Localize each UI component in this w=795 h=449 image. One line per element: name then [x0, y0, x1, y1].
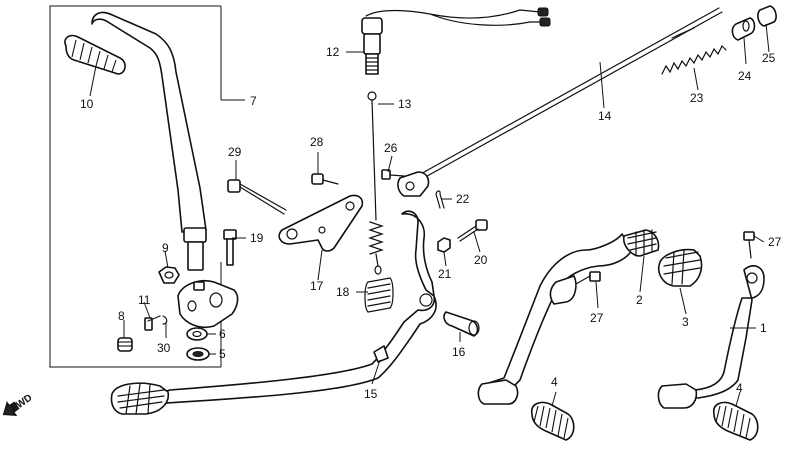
callout-20: 20 — [474, 253, 488, 267]
brake-light-switch — [361, 7, 551, 75]
callout-4-right: 4 — [736, 381, 743, 395]
cotter-pin — [435, 190, 445, 209]
callout-27-right: 27 — [768, 235, 782, 249]
callout-labels: 10 7 29 9 19 11 8 30 6 5 12 13 14 23 24 … — [80, 45, 782, 401]
callout-12: 12 — [326, 45, 340, 59]
callout-27-middle: 27 — [590, 311, 604, 325]
retaining-clip — [162, 315, 168, 325]
callout-14: 14 — [598, 109, 612, 123]
callout-17: 17 — [310, 279, 324, 293]
pedal-rubber — [658, 248, 703, 287]
fwd-label: FWD — [9, 392, 34, 414]
callout-24: 24 — [738, 69, 752, 83]
callout-15: 15 — [364, 387, 378, 401]
callout-8: 8 — [118, 309, 125, 323]
bracket-bolt — [311, 173, 339, 185]
callout-25: 25 — [762, 51, 776, 65]
callout-4-middle: 4 — [551, 375, 558, 389]
footpeg-rubber-middle — [530, 401, 575, 441]
kick-grip-rubber — [64, 34, 126, 75]
nut — [158, 266, 180, 284]
callout-11: 11 — [138, 293, 151, 307]
callout-18: 18 — [336, 285, 350, 299]
pedal-bolt-middle — [575, 271, 601, 285]
callout-30: 30 — [157, 341, 171, 355]
pivot-collar — [443, 311, 480, 337]
washer-upper — [186, 327, 208, 341]
callout-26: 26 — [384, 141, 398, 155]
callout-9: 9 — [162, 241, 169, 255]
small-screw — [144, 315, 161, 331]
pedal-pivot-bolt — [457, 219, 488, 242]
callout-5: 5 — [219, 347, 226, 361]
gear-change-pedal-right — [657, 265, 765, 409]
brake-rod — [397, 7, 723, 197]
callout-2: 2 — [636, 293, 643, 307]
callout-7: 7 — [250, 94, 257, 108]
kick-shaft-bolt — [227, 179, 287, 215]
pedal-clamp-block — [177, 280, 239, 329]
pedal-bolt-right — [743, 231, 755, 259]
callout-13: 13 — [398, 97, 412, 111]
callout-3: 3 — [682, 315, 689, 329]
callout-16: 16 — [452, 345, 466, 359]
brake-pedal — [110, 210, 437, 415]
callout-28: 28 — [310, 135, 324, 149]
cap-nut — [117, 337, 133, 352]
return-spring — [661, 44, 727, 75]
callout-6: 6 — [219, 327, 226, 341]
washer-lower — [186, 347, 210, 361]
pivot-bolt — [223, 229, 237, 266]
adjusting-nut — [757, 5, 777, 27]
rod-joint-bolt — [381, 169, 405, 180]
footpeg-rubber-right — [712, 401, 759, 441]
callout-29: 29 — [228, 145, 242, 159]
callout-21: 21 — [438, 267, 452, 281]
switch-mounting-bracket — [278, 194, 364, 252]
pedal-spring — [364, 277, 394, 313]
kick-starter-arm — [91, 11, 207, 271]
switch-spring — [367, 91, 384, 275]
small-nut — [437, 237, 451, 253]
gear-change-pedal-left — [477, 229, 660, 405]
callout-10: 10 — [80, 97, 94, 111]
adjusting-collar — [731, 17, 756, 41]
callout-19: 19 — [250, 231, 264, 245]
forward-direction-arrow: FWD — [2, 392, 34, 416]
callout-23: 23 — [690, 91, 704, 105]
callout-1: 1 — [760, 321, 767, 335]
callout-22: 22 — [456, 192, 470, 206]
leader-lines — [89, 23, 770, 407]
